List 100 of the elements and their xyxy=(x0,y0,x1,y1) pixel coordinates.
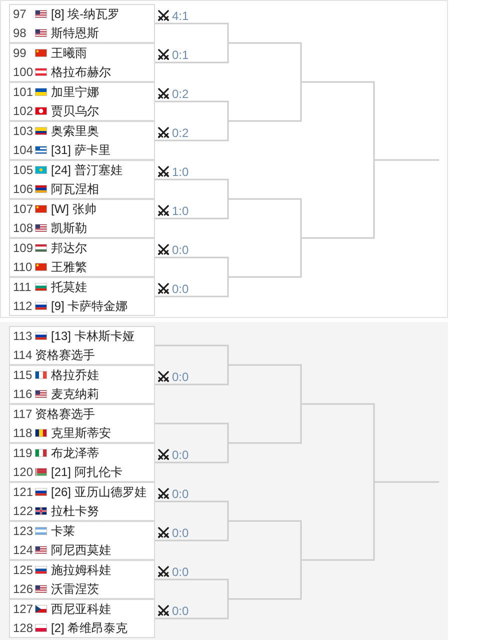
bracket-line xyxy=(155,43,229,64)
player-name: 施拉姆科娃 xyxy=(51,562,111,578)
player-name: 加里宁娜 xyxy=(51,84,99,100)
match-box xyxy=(9,160,155,199)
match-box xyxy=(9,43,155,82)
match-box xyxy=(9,521,155,560)
bracket-panel xyxy=(0,0,448,318)
bracket-line xyxy=(155,578,229,599)
bracket-line xyxy=(155,500,229,521)
player-name: [13] 卡林斯卡娅 xyxy=(51,328,134,344)
player-name: 托莫娃 xyxy=(51,278,87,296)
player-name: [21] 阿扎伦卡 xyxy=(51,464,122,480)
player-name: 阿瓦涅相 xyxy=(51,180,99,198)
bracket-line xyxy=(155,100,229,121)
bracket-line xyxy=(228,238,302,278)
draw-number: 103 xyxy=(13,124,34,138)
score-text: 0:2 xyxy=(172,86,189,100)
score-text: 1:0 xyxy=(172,164,189,178)
player-name: [2] 希维昂泰克 xyxy=(51,620,128,636)
player-name: 斯特恩斯 xyxy=(51,24,99,42)
player-name: 资格赛选手 xyxy=(35,406,95,422)
player-name: [9] 卡萨特金娜 xyxy=(51,298,128,314)
draw-number: 126 xyxy=(13,582,34,596)
bracket-line xyxy=(155,365,229,386)
draw-number: 101 xyxy=(13,85,34,99)
draw-number: 116 xyxy=(13,387,32,401)
player-name: 格拉乔娃 xyxy=(51,366,99,384)
player-name: 西尼亚科娃 xyxy=(51,600,111,618)
match-box xyxy=(9,482,155,521)
bracket-line xyxy=(155,121,229,142)
player-name: 王雅繁 xyxy=(51,258,87,276)
score-text: 1:0 xyxy=(172,204,189,218)
score-text: 0:0 xyxy=(172,526,189,540)
draw-number: 121 xyxy=(13,485,34,499)
player-name: [W] 张帅 xyxy=(51,200,96,218)
player-name: [31] 萨卡里 xyxy=(51,142,110,158)
draw-number: 127 xyxy=(13,602,34,616)
bracket-line xyxy=(155,199,229,220)
draw-number: 100 xyxy=(13,65,34,79)
bracket-line xyxy=(374,481,439,483)
bracket-line xyxy=(228,520,302,560)
score-text: 0:0 xyxy=(172,486,189,500)
player-name: 克里斯蒂安 xyxy=(51,424,111,442)
match-box xyxy=(9,4,155,43)
bracket-line xyxy=(155,22,229,43)
score-text: 0:0 xyxy=(172,564,189,578)
draw-number: 111 xyxy=(13,280,32,294)
draw-number: 99 xyxy=(13,46,26,60)
player-name: 王曦雨 xyxy=(51,44,87,62)
match-box xyxy=(9,599,155,638)
bracket-line xyxy=(374,159,439,161)
player-name: [24] 普汀塞娃 xyxy=(51,162,122,178)
player-name: 凯斯勒 xyxy=(51,220,87,236)
draw-number: 119 xyxy=(13,446,32,460)
draw-number: 128 xyxy=(13,621,34,635)
bracket-line xyxy=(155,422,229,443)
draw-number: 115 xyxy=(13,368,32,382)
bracket-line xyxy=(155,277,229,298)
score-text: 0:0 xyxy=(172,370,189,384)
score-text: 0:0 xyxy=(172,448,189,462)
draw-number: 125 xyxy=(13,563,34,577)
score-text: 0:0 xyxy=(172,242,189,256)
match-box xyxy=(9,365,155,404)
score-text: 0:0 xyxy=(172,282,189,296)
player-name: 阿尼西莫娃 xyxy=(51,542,111,558)
player-name: 沃雷涅茨 xyxy=(51,580,99,598)
bracket-line xyxy=(228,198,302,238)
draw-number: 106 xyxy=(13,182,34,196)
bracket-line xyxy=(155,178,229,199)
draw-number: 107 xyxy=(13,202,34,216)
draw-number: 118 xyxy=(13,426,32,440)
player-name: 资格赛选手 xyxy=(35,346,95,364)
draw-number: 102 xyxy=(13,104,34,118)
score-text: 0:0 xyxy=(172,604,189,618)
match-box xyxy=(9,121,155,160)
match-box xyxy=(9,199,155,238)
bracket-line xyxy=(301,403,375,482)
player-name: 卡莱 xyxy=(51,522,75,540)
draw-number: 123 xyxy=(13,524,34,538)
draw-number: 112 xyxy=(13,299,32,313)
score-text: 4:1 xyxy=(172,8,189,22)
match-box xyxy=(9,443,155,482)
bracket-line xyxy=(228,404,302,444)
match-box xyxy=(9,560,155,599)
player-name: 布龙泽蒂 xyxy=(51,444,99,462)
score-text: 0:2 xyxy=(172,126,189,140)
bracket-line xyxy=(228,560,302,600)
draw-number: 97 xyxy=(13,7,26,21)
draw-number: 117 xyxy=(13,407,32,421)
player-name: 邦达尔 xyxy=(51,240,87,256)
bracket-line xyxy=(155,443,229,464)
score-text: 0:1 xyxy=(172,48,189,62)
draw-number: 114 xyxy=(13,348,32,362)
match-box xyxy=(9,326,155,365)
player-name: [8] 埃-纳瓦罗 xyxy=(51,6,120,22)
match-box xyxy=(9,404,155,443)
match-box xyxy=(9,238,155,277)
bracket-line xyxy=(301,482,375,561)
bracket-line xyxy=(155,599,229,620)
bracket-line xyxy=(228,42,302,82)
